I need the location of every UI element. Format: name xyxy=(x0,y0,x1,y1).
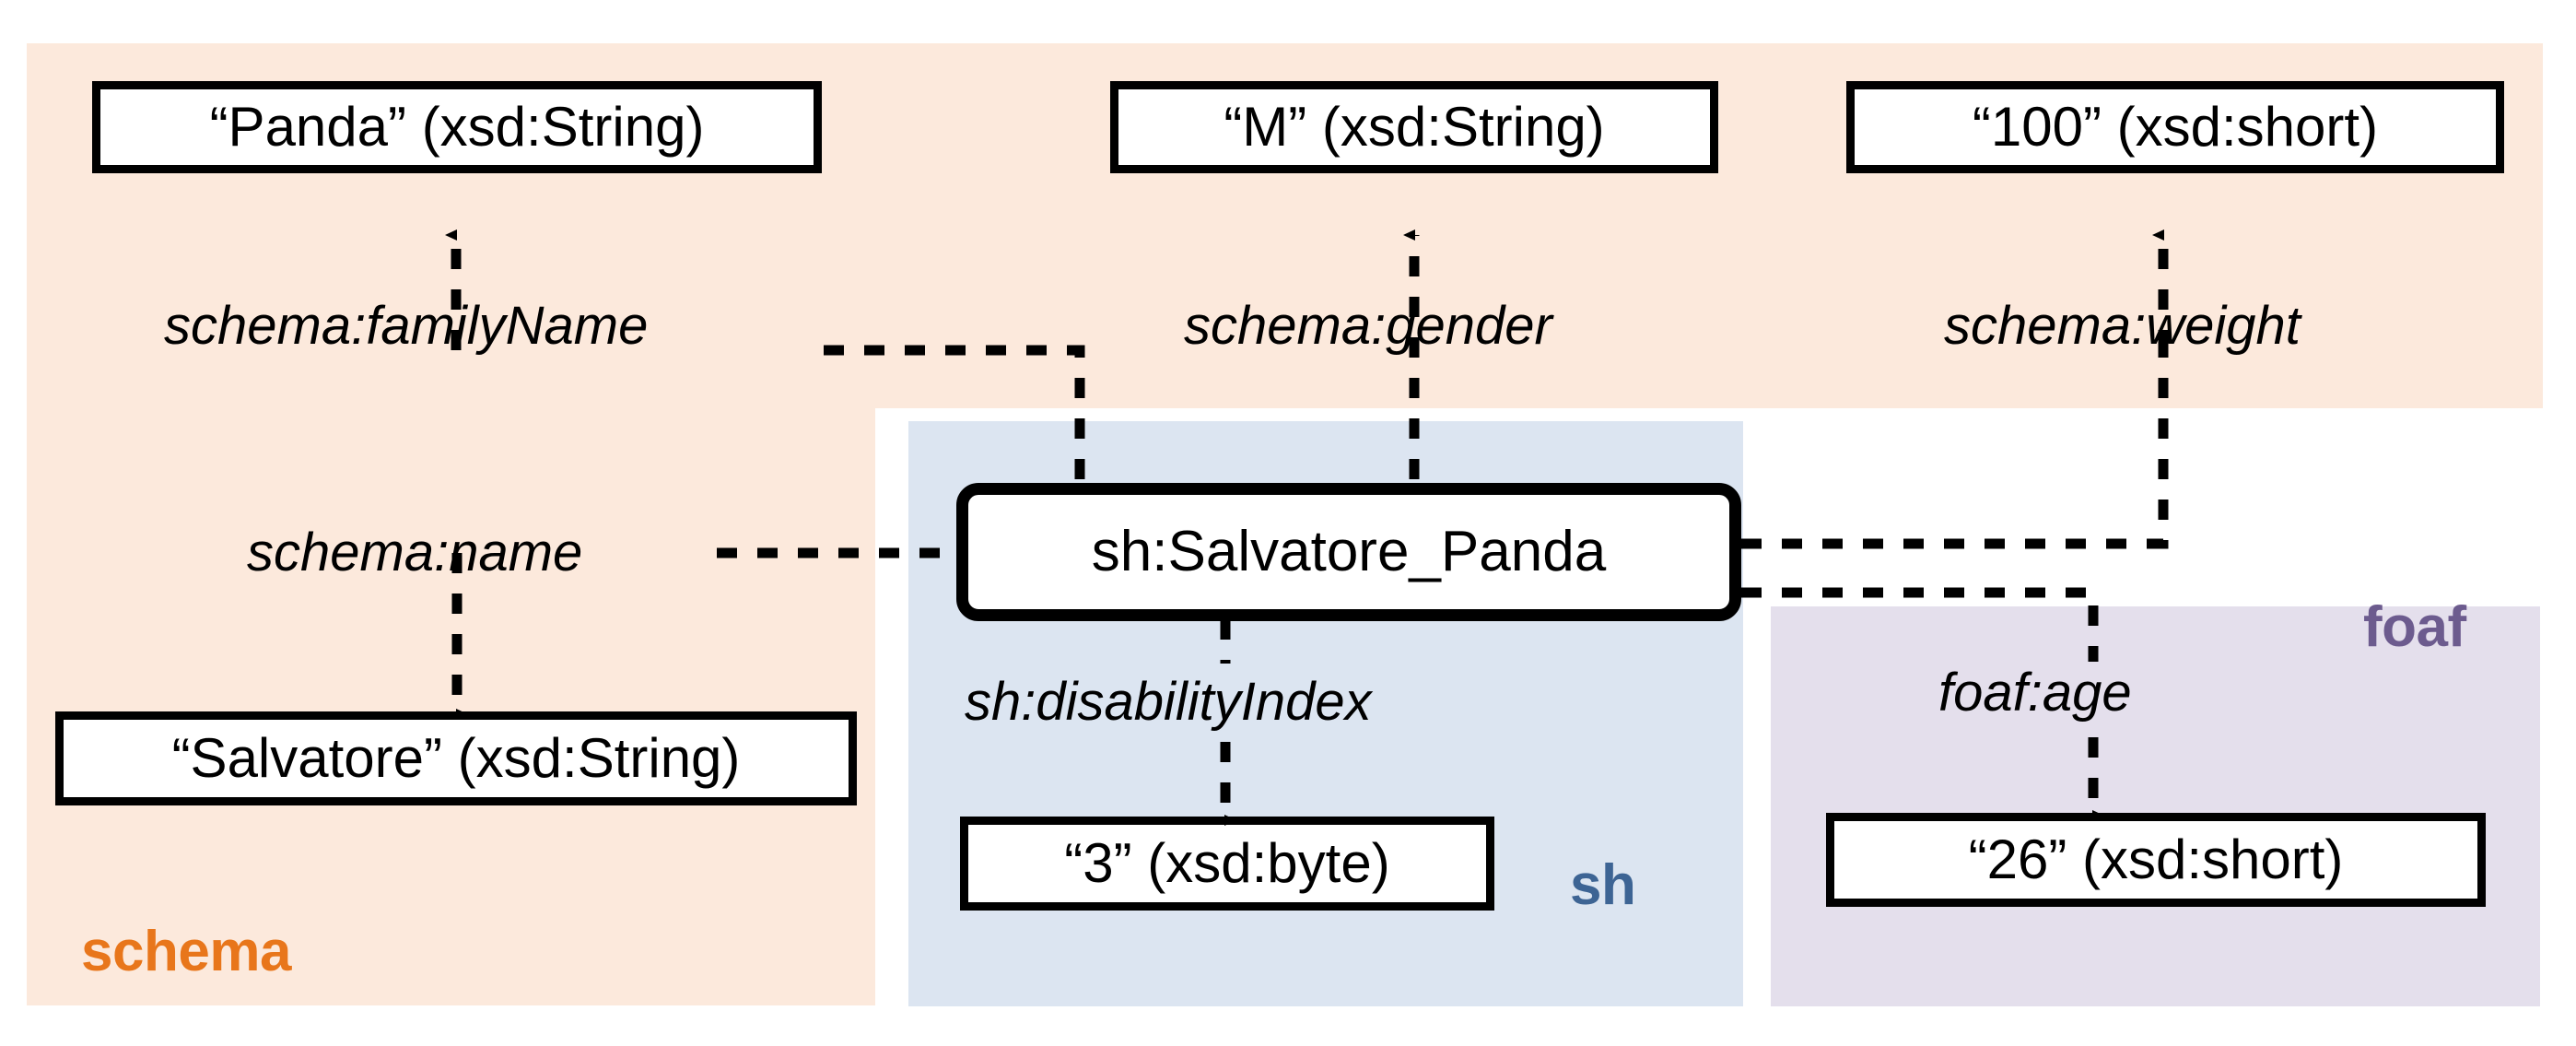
region-schema-left-column xyxy=(27,408,875,1005)
literal-node-disability-index[interactable]: “3” (xsd:byte) xyxy=(960,817,1494,911)
literal-node-age[interactable]: “26” (xsd:short) xyxy=(1826,813,2486,907)
edge-label-sh-disabilityIndex: sh:disabilityIndex xyxy=(965,672,1372,732)
edge-label-schema-familyName: schema:familyName xyxy=(164,296,649,356)
edge-label-schema-name: schema:name xyxy=(247,523,583,582)
edge-label-foaf-age: foaf:age xyxy=(1938,663,2132,723)
literal-node-gender[interactable]: “M” (xsd:String) xyxy=(1110,81,1718,173)
edge-label-schema-gender: schema:gender xyxy=(1184,296,1552,356)
edge-label-schema-weight: schema:weight xyxy=(1944,296,2301,356)
literal-node-name[interactable]: “Salvatore” (xsd:String) xyxy=(55,711,857,805)
region-label-sh: sh xyxy=(1570,853,1636,917)
region-label-schema: schema xyxy=(81,920,291,983)
resource-node-subject[interactable]: sh:Salvatore_Panda xyxy=(956,483,1741,621)
region-label-foaf: foaf xyxy=(2363,595,2466,659)
literal-node-family-name[interactable]: “Panda” (xsd:String) xyxy=(92,81,822,173)
region-foaf xyxy=(1771,606,2540,1006)
literal-node-weight[interactable]: “100” (xsd:short) xyxy=(1846,81,2504,173)
